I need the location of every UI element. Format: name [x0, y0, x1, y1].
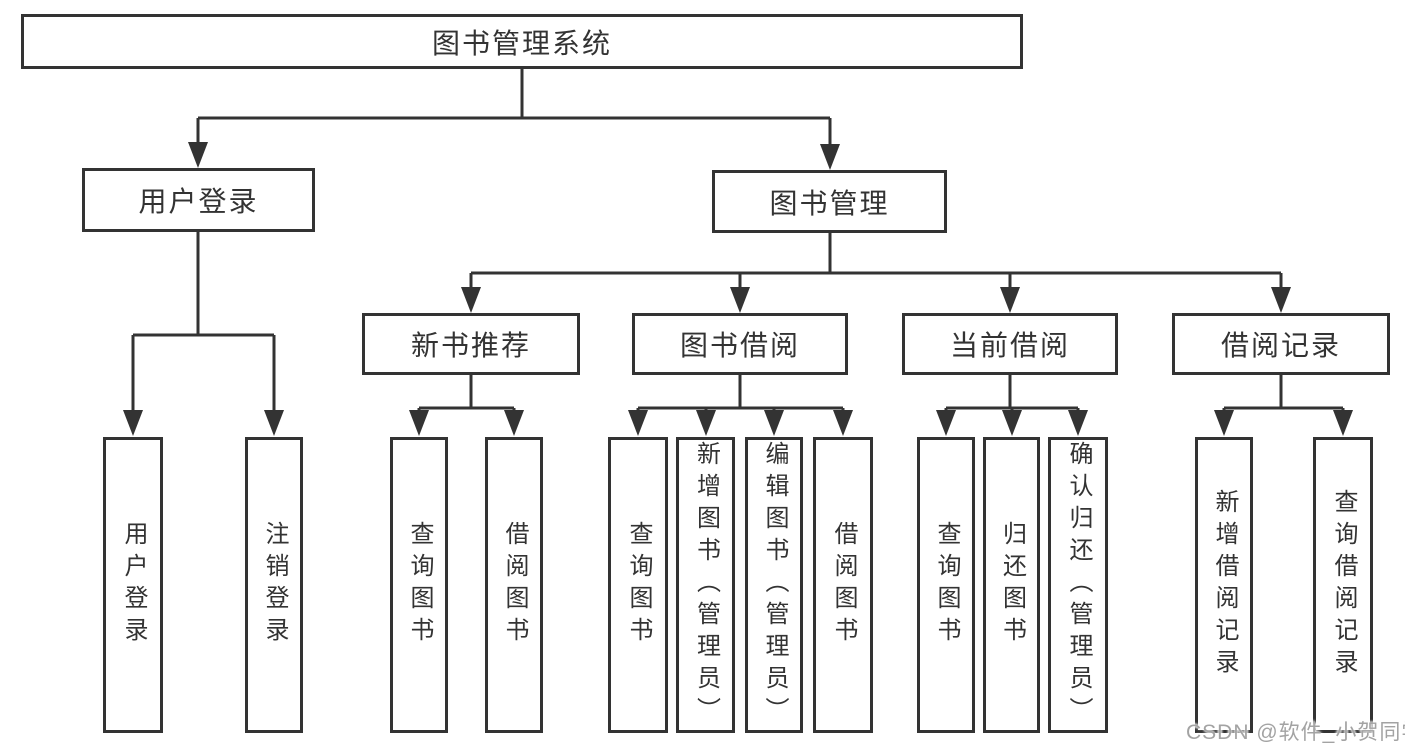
leaf-logout: 注销登录 [245, 437, 303, 733]
leaf-user-login-label: 用户登录 [120, 521, 147, 649]
arrowhead [936, 410, 956, 436]
node-borrow-records-label: 借阅记录 [1220, 330, 1341, 361]
node-current-borrow: 当前借阅 [902, 313, 1118, 375]
node-root-label: 图书管理系统 [431, 27, 612, 59]
leaf-br-add-record-label: 新增借阅记录 [1211, 489, 1238, 681]
leaf-cb-confirm-return-label: 确认归还（管理员） [1065, 441, 1092, 729]
node-current-borrow-label: 当前借阅 [949, 330, 1070, 361]
arrowhead [1000, 287, 1020, 313]
arrowhead [1271, 287, 1291, 313]
node-user-login-label: 用户登录 [138, 186, 259, 217]
connector-path-current-borrow [944, 375, 1080, 414]
arrowhead [1068, 410, 1088, 436]
arrowhead [264, 410, 284, 436]
leaf-bb-add-books: 新增图书（管理员） [676, 437, 735, 733]
leaf-bb-add-books-label: 新增图书（管理员） [692, 441, 720, 729]
arrowhead [461, 287, 481, 313]
leaf-br-add-record: 新增借阅记录 [1195, 437, 1253, 733]
leaf-nbr-borrow-books: 借阅图书 [485, 437, 543, 733]
arrowhead [833, 410, 853, 436]
leaf-user-login: 用户登录 [103, 437, 163, 733]
leaf-bb-query-books-label: 查询图书 [625, 521, 652, 649]
node-book-mgmt-label: 图书管理 [769, 187, 890, 219]
leaf-nbr-borrow-books-label: 借阅图书 [501, 521, 528, 649]
arrowhead [764, 410, 784, 436]
leaf-cb-return-books-label: 归还图书 [998, 521, 1026, 649]
arrowhead [1002, 410, 1022, 436]
node-book-borrow: 图书借阅 [632, 313, 848, 375]
node-borrow-records: 借阅记录 [1172, 313, 1390, 375]
connector-path-book-borrow [636, 375, 845, 414]
connector-path-root [196, 69, 832, 148]
leaf-bb-borrow-books-label: 借阅图书 [830, 521, 857, 649]
leaf-bb-edit-books-label: 编辑图书（管理员） [761, 441, 788, 729]
leaf-bb-borrow-books: 借阅图书 [813, 437, 873, 733]
leaf-nbr-query-books: 查询图书 [390, 437, 448, 733]
arrowhead [696, 410, 716, 436]
arrowhead [628, 410, 648, 436]
arrowhead [123, 410, 143, 436]
arrowhead [730, 287, 750, 313]
connector-path-borrow-records [1222, 375, 1345, 414]
csdn-watermark: CSDN @软件_小贺同学 [1186, 721, 1405, 744]
leaf-br-query-record: 查询借阅记录 [1313, 437, 1373, 733]
leaf-br-query-record-label: 查询借阅记录 [1330, 489, 1357, 681]
connector-path-new-book-rec [417, 375, 516, 414]
arrowhead [1333, 410, 1353, 436]
leaf-cb-query-books-label: 查询图书 [933, 521, 960, 649]
arrowhead [188, 142, 208, 168]
leaf-cb-confirm-return: 确认归还（管理员） [1048, 437, 1108, 733]
leaf-bb-edit-books: 编辑图书（管理员） [745, 437, 803, 733]
arrowhead [1214, 410, 1234, 436]
node-book-borrow-label: 图书借阅 [679, 330, 800, 361]
node-user-login: 用户登录 [82, 168, 315, 232]
leaf-cb-query-books: 查询图书 [917, 437, 975, 733]
connector-path-book-mgmt [469, 233, 1283, 291]
node-new-book-rec: 新书推荐 [362, 313, 580, 375]
node-book-mgmt: 图书管理 [712, 170, 947, 233]
node-root: 图书管理系统 [21, 14, 1023, 69]
leaf-cb-return-books: 归还图书 [983, 437, 1040, 733]
node-new-book-rec-label: 新书推荐 [410, 330, 531, 361]
leaf-logout-label: 注销登录 [261, 521, 288, 649]
arrowhead [820, 144, 840, 170]
arrowhead [504, 410, 524, 436]
connector-path-user-login [131, 232, 276, 414]
leaf-bb-query-books: 查询图书 [608, 437, 668, 733]
leaf-nbr-query-books-label: 查询图书 [406, 521, 433, 649]
arrowhead [409, 410, 429, 436]
